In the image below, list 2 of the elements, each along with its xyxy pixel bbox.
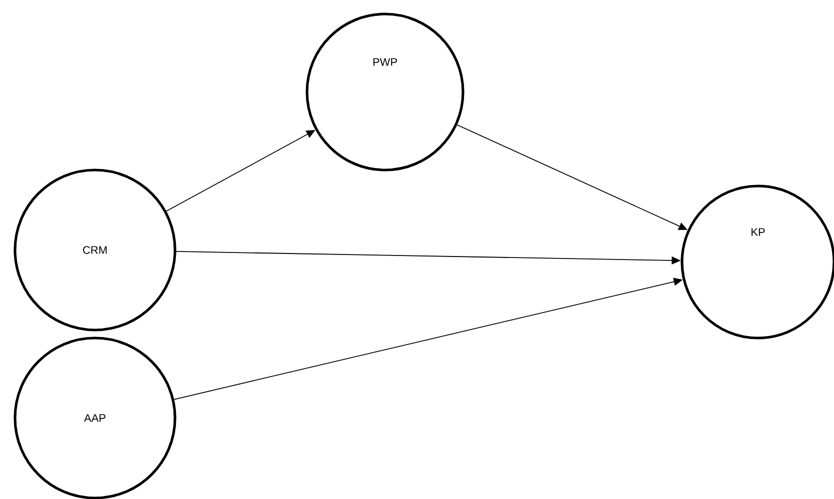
- circle-node: PWP: [306, 12, 464, 172]
- circle-node: CRM: [14, 168, 176, 332]
